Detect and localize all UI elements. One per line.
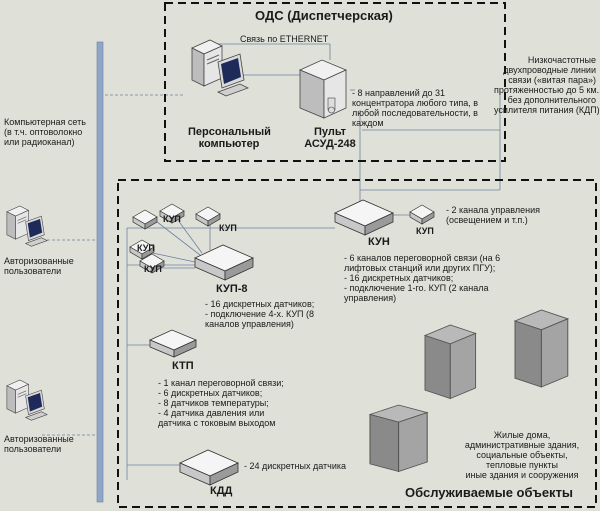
kup-label: КУП <box>144 264 162 274</box>
console-description-line: - 8 направлений до 31 <box>352 88 445 98</box>
console-description-line: каждом <box>352 118 384 128</box>
personal-computer-icon <box>191 39 249 97</box>
objects-frame <box>117 179 597 508</box>
ods-title: ОДС (Диспетчерская) <box>255 8 393 23</box>
console-description-line: любой последовательности, в <box>352 108 478 118</box>
ods-frame <box>164 2 506 162</box>
pc-label-line: компьютер <box>198 138 260 150</box>
kun-description-line: лифтовых станций или других ПГУ); <box>344 263 496 273</box>
kup8-description: - 16 дискретных датчиков; - подключение … <box>205 299 314 329</box>
kup8-label: КУП-8 <box>216 283 248 295</box>
kun-label: КУН <box>368 236 390 248</box>
console-label-line: АСУД-248 <box>304 138 356 150</box>
buildings-note: Жилые дома, административные здания, соц… <box>452 430 592 480</box>
users-label-line: пользователи <box>4 266 62 276</box>
building-icon <box>369 404 428 473</box>
lines-note-line: Низкочастотные <box>527 55 596 65</box>
building-icon <box>514 309 569 388</box>
network-note-line: Компьютерная сеть <box>4 117 86 127</box>
users-label-line: Авторизованные <box>4 256 74 266</box>
ktp-description-line: датчика с токовым выходом <box>158 418 276 428</box>
users-label: Авторизованные пользователи <box>4 256 74 276</box>
console-description-line: концентратора любого типа, в <box>352 98 479 108</box>
ktp-description-line: - 6 дискретных датчиков; <box>158 388 263 398</box>
ktp-description-line: - 8 датчиков температуры; <box>158 398 269 408</box>
console-description: - 8 направлений до 31 концентратора любо… <box>352 88 478 128</box>
kup8-box <box>194 244 254 281</box>
objects-title: Обслуживаемые объекты <box>405 485 574 500</box>
kun-description-line: управления) <box>344 293 397 303</box>
ktp-description: - 1 канал переговорной связи; - 6 дискре… <box>158 378 284 428</box>
console-label: Пульт АСУД-248 <box>300 126 360 150</box>
kdd-label: КДД <box>210 485 233 497</box>
kun-description-line: - подключение 1-го. КУП (2 канала <box>344 283 489 293</box>
lines-note-line: без дополнительного <box>507 95 596 105</box>
buildings-note-line: иные здания и сооружения <box>465 470 579 480</box>
pc-label: Персональный компьютер <box>188 126 271 150</box>
kun-description-line: - 6 каналов переговорной связи (на 6 <box>344 253 501 263</box>
network-bus <box>96 41 104 503</box>
users-label: Авторизованные пользователи <box>4 434 74 454</box>
buildings-note-line: Жилые дома, <box>493 430 551 440</box>
kup-box <box>132 209 158 230</box>
buildings-note-line: тепловые пункты <box>486 460 558 470</box>
network-note-line: или радиоканал) <box>4 137 75 147</box>
kun-kup-description: - 2 канала управления (освещением и т.п.… <box>446 205 540 225</box>
users-label-line: пользователи <box>4 444 62 454</box>
ktp-description-line: - 1 канал переговорной связи; <box>158 378 284 388</box>
console-label-line: Пульт <box>313 126 347 138</box>
console-asud-icon <box>298 59 348 119</box>
buildings-note-line: административные здания, <box>464 440 580 450</box>
ktp-description-line: - 4 датчика давления или <box>158 408 265 418</box>
buildings-note-line: социальные объекты, <box>476 450 568 460</box>
building-icon <box>424 324 477 399</box>
kun-kup-description-line: (освещением и т.п.) <box>446 215 528 225</box>
lines-note: Низкочастотные двухпроводные линии связи… <box>494 55 600 115</box>
kup8-description-line: каналов управления) <box>205 319 294 329</box>
network-note-line: (в т.ч. оптоволокно <box>4 127 83 137</box>
kup-label: КУП <box>163 214 181 224</box>
kdd-box <box>179 449 239 486</box>
kup-box <box>195 206 221 227</box>
users-label-line: Авторизованные <box>4 434 74 444</box>
kdd-description: - 24 дискретных датчика <box>244 461 347 471</box>
user-computer-icon <box>6 379 48 421</box>
kup-box <box>409 204 435 225</box>
user-computer-icon <box>6 205 48 247</box>
ktp-box <box>149 329 197 358</box>
kup-label: КУП <box>416 226 434 236</box>
kup-label: КУП <box>137 243 155 253</box>
kup8-description-line: - подключение 4-х. КУП (8 <box>205 309 315 319</box>
lines-note-line: протяженностью до 5 км. <box>494 85 600 95</box>
pc-label-line: Персональный <box>188 126 271 138</box>
lines-note-line: усилителя питания (КДП) <box>494 105 600 115</box>
lines-note-line: двухпроводные линии <box>503 65 596 75</box>
kun-kup-description-line: - 2 канала управления <box>446 205 540 215</box>
kup-label: КУП <box>219 223 237 233</box>
lines-note-line: связи («витая пара») <box>508 75 596 85</box>
kun-box <box>334 199 394 236</box>
ktp-label: КТП <box>172 360 194 372</box>
ethernet-label: Связь по ETHERNET <box>240 34 329 44</box>
kun-description: - 6 каналов переговорной связи (на 6 лиф… <box>344 253 500 303</box>
kup8-description-line: - 16 дискретных датчиков; <box>205 299 315 309</box>
kun-description-line: - 16 дискретных датчиков; <box>344 273 454 283</box>
network-note: Компьютерная сеть (в т.ч. оптоволокно ил… <box>4 117 86 147</box>
